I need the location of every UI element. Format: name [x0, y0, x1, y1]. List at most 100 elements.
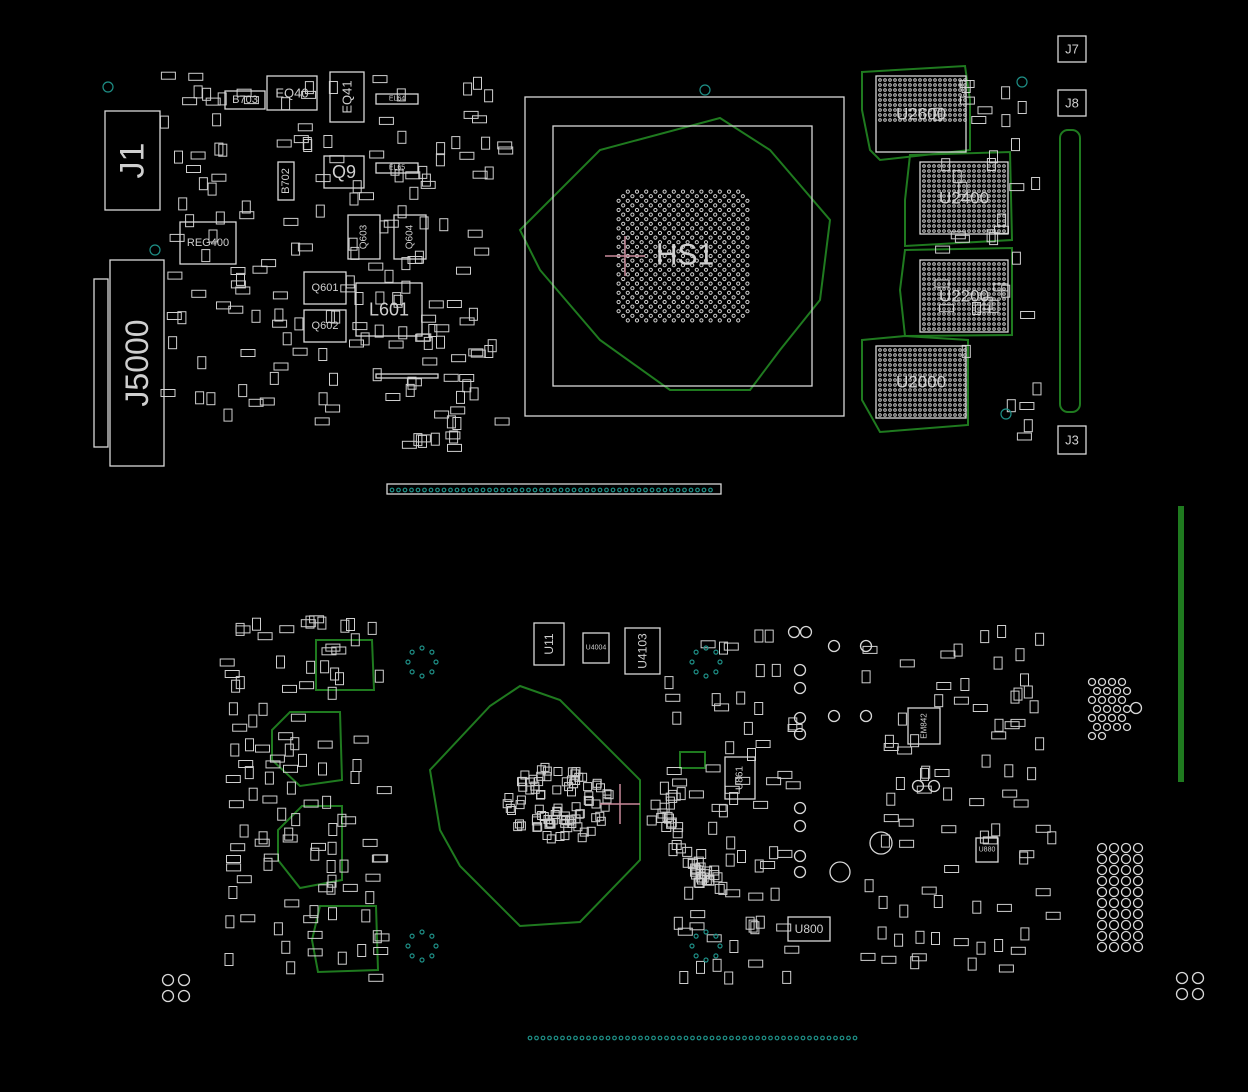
smd-component	[994, 718, 1004, 732]
component-j5000[interactable]: J5000	[109, 259, 165, 467]
bga-ball	[992, 219, 996, 223]
smd-component	[659, 781, 669, 795]
bga-ball	[958, 388, 962, 392]
bga-ball	[913, 98, 917, 102]
bga-ball	[942, 317, 946, 321]
bga-ball	[928, 388, 932, 392]
bga-ball	[736, 244, 741, 249]
smd-component	[219, 658, 235, 667]
smd-component	[160, 71, 176, 80]
component-q601[interactable]: Q601	[303, 271, 347, 305]
bga-ball	[977, 209, 981, 213]
smd-component	[240, 914, 256, 923]
bga-ball	[947, 189, 951, 193]
bga-pad	[596, 783, 605, 793]
bga-ball	[625, 189, 630, 194]
bga-ball	[662, 207, 667, 213]
bga-ball	[928, 108, 932, 112]
bga-ball	[913, 118, 917, 122]
smd-component	[159, 115, 169, 129]
component-j3[interactable]: J3	[1057, 425, 1087, 455]
component-u2600[interactable]: U2600	[875, 75, 967, 153]
bga-ball	[726, 217, 732, 222]
bga-ball	[736, 189, 741, 194]
component-u11[interactable]: U11	[533, 622, 565, 666]
smd-component	[353, 735, 369, 744]
smd-component	[934, 694, 944, 708]
bga-ball	[676, 295, 681, 300]
bga-ball	[908, 413, 912, 417]
bga-ball	[653, 318, 658, 323]
component-b702[interactable]: B702	[277, 161, 295, 201]
component-u861[interactable]: U861	[724, 756, 756, 800]
component-b703[interactable]: B703	[224, 90, 266, 110]
component-q602[interactable]: Q602	[303, 309, 347, 343]
component-em842[interactable]: EM842	[907, 707, 941, 745]
component-u800[interactable]: U800	[787, 916, 831, 942]
component-hs1[interactable]: HS1	[656, 239, 714, 272]
bga-pad	[583, 782, 593, 792]
component-j8[interactable]: J8	[1057, 89, 1087, 117]
edge-connector-pin	[493, 487, 499, 493]
component-u2200[interactable]: U2200	[919, 259, 1009, 333]
bga-ball	[977, 179, 981, 183]
smd-component	[244, 766, 254, 780]
component-reg400[interactable]: REG400	[179, 221, 237, 265]
bga-ball	[922, 189, 926, 193]
copper-outline	[277, 805, 343, 890]
edge-connector-pin	[415, 487, 421, 493]
smd-component	[982, 836, 998, 845]
component-u2000[interactable]: U2000	[875, 345, 967, 419]
smd-component	[226, 855, 241, 863]
bga-ball	[908, 98, 912, 102]
bga-pad	[696, 849, 707, 859]
smd-component	[230, 280, 246, 289]
bga-pad	[672, 828, 683, 839]
via	[1000, 408, 1012, 420]
smd-component	[169, 233, 185, 242]
bga-ball	[932, 272, 936, 276]
smd-component	[306, 660, 316, 674]
bga-ball	[722, 267, 727, 272]
component-el64[interactable]: EL64	[375, 93, 419, 105]
smd-component	[1023, 685, 1033, 699]
bga-ball	[977, 204, 981, 208]
bga-ball	[997, 224, 1001, 228]
component-u2400[interactable]: U2400	[919, 161, 1009, 235]
bga-ball	[699, 290, 704, 295]
bga-ball	[933, 98, 937, 102]
bga-ball	[943, 403, 947, 407]
bga-pad	[536, 790, 545, 800]
component-u880[interactable]: U880	[975, 837, 999, 863]
smd-component	[748, 892, 764, 901]
bga-ball	[957, 189, 961, 193]
component-j1[interactable]: J1	[104, 110, 161, 211]
bga-ball	[694, 249, 699, 254]
component-q603[interactable]: Q603	[347, 214, 381, 260]
component-u4103[interactable]: U4103	[624, 627, 661, 675]
smd-component	[450, 406, 466, 415]
component-eq40[interactable]: EQ40	[266, 75, 318, 111]
bga-ball	[708, 318, 713, 323]
component-j7[interactable]: J7	[1057, 35, 1087, 63]
component-eq41[interactable]: EQ41	[329, 71, 365, 123]
component-q9[interactable]: Q9	[323, 155, 365, 189]
component-l601[interactable]: L601	[355, 282, 423, 337]
bga-ball	[933, 388, 937, 392]
bga-ball	[903, 93, 907, 97]
bga-ball	[943, 78, 947, 82]
bga-ball	[928, 368, 932, 372]
component-u4004[interactable]: U4004	[582, 632, 610, 664]
smd-component	[230, 743, 240, 757]
bga-ball	[694, 212, 699, 217]
smd-component	[378, 116, 394, 125]
smd-component	[881, 955, 897, 964]
bga-ball	[997, 209, 1001, 213]
via	[409, 953, 415, 959]
component-q604[interactable]: Q604	[393, 214, 427, 260]
component-el65[interactable]: EL65	[375, 162, 419, 174]
edge-connector-pin	[669, 487, 674, 493]
bga-ball	[657, 249, 663, 254]
bga-ball	[913, 383, 917, 387]
